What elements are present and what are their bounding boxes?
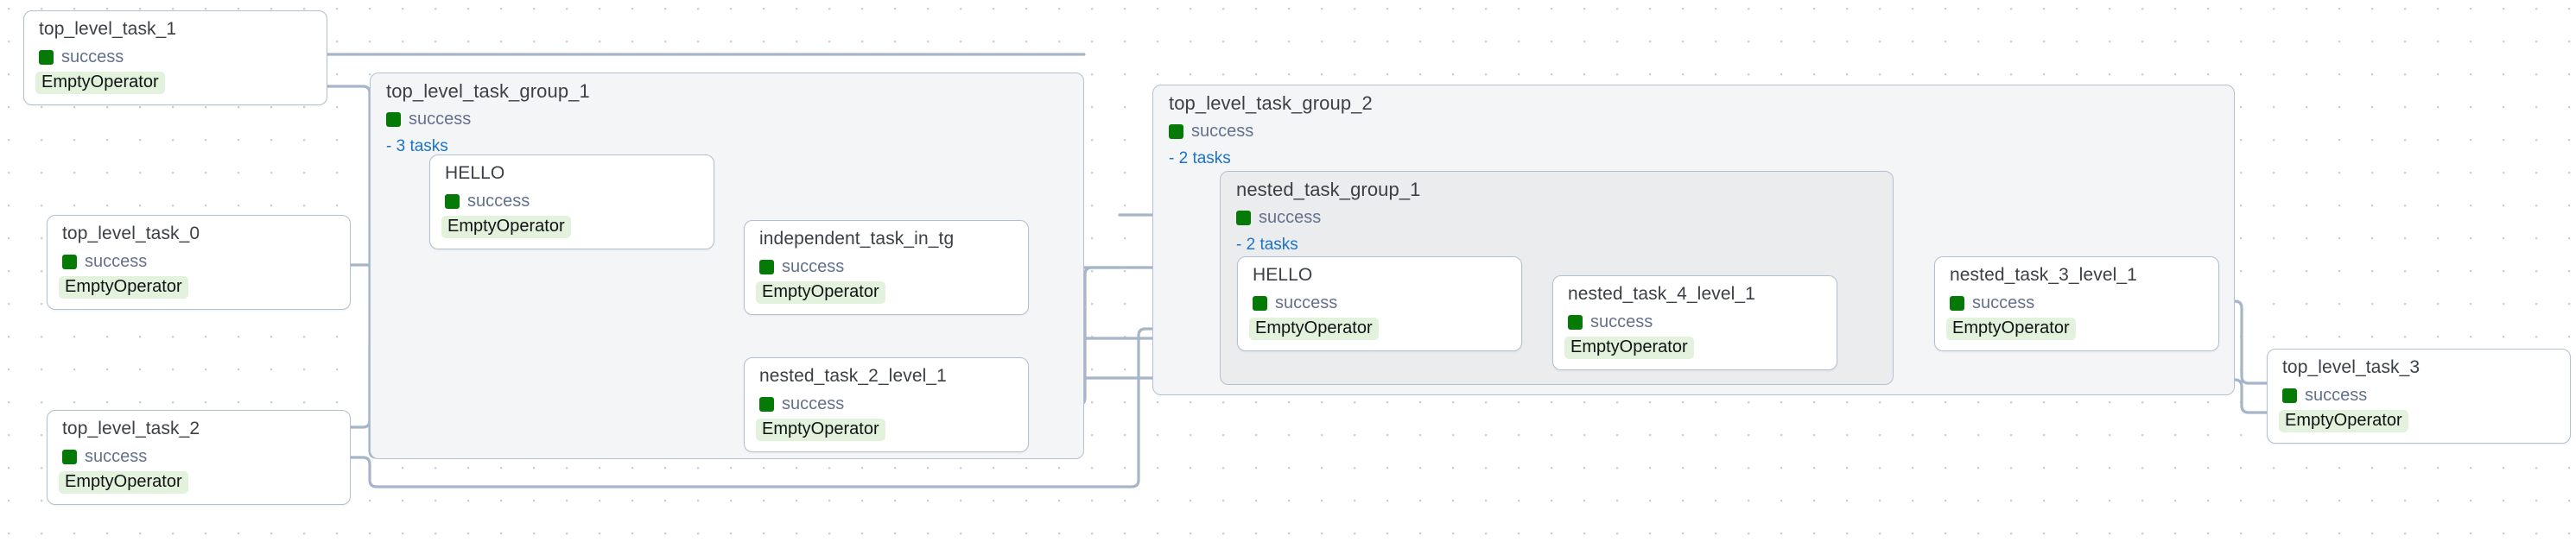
status-label: success [85, 252, 148, 271]
task-node-title: top_level_task_1 [39, 19, 177, 39]
status-square-icon [445, 194, 460, 209]
status-square-icon [62, 450, 77, 464]
status-square-icon [62, 255, 77, 269]
task-node-title: HELLO [445, 163, 505, 183]
task-node-nested_task_4_level_1[interactable]: nested_task_4_level_1 success EmptyOpera… [1552, 275, 1837, 370]
task-group-task-count-toggle[interactable]: - 2 tasks [1236, 236, 1298, 254]
task-node-nested_task_3_level_1[interactable]: nested_task_3_level_1 success EmptyOpera… [1934, 256, 2219, 351]
task-node-independent_task_in_tg[interactable]: independent_task_in_tg success EmptyOper… [744, 220, 1029, 315]
task-node-status: success [759, 257, 844, 277]
operator-chip: EmptyOperator [756, 281, 885, 304]
status-label: success [782, 257, 845, 276]
status-label: success [1972, 293, 2035, 312]
status-label: success [1191, 122, 1254, 141]
task-node-status: success [445, 192, 530, 211]
task-node-title: HELLO [1253, 265, 1313, 285]
status-label: success [1275, 293, 1338, 312]
operator-chip: EmptyOperator [756, 419, 885, 441]
task-node-top_level_task_2[interactable]: top_level_task_2 success EmptyOperator [47, 410, 351, 505]
task-group-task-count-toggle[interactable]: - 3 tasks [386, 137, 448, 155]
task-node-status: success [1253, 293, 1337, 313]
task-node-top_level_task_3[interactable]: top_level_task_3 success EmptyOperator [2267, 349, 2571, 444]
status-square-icon [1169, 124, 1183, 139]
task-group-title: nested_task_group_1 [1236, 179, 1421, 200]
status-square-icon [759, 260, 774, 274]
operator-chip: EmptyOperator [2279, 410, 2408, 432]
operator-chip: EmptyOperator [59, 471, 188, 494]
status-label: success [85, 447, 148, 466]
task-node-hello-in-top_level_task_group_1[interactable]: HELLO success EmptyOperator [429, 154, 714, 249]
status-square-icon [759, 397, 774, 412]
task-node-top_level_task_1[interactable]: top_level_task_1 success EmptyOperator [23, 10, 327, 105]
status-square-icon [1950, 296, 1964, 311]
status-label: success [1259, 208, 1322, 227]
status-label: success [782, 394, 845, 413]
status-square-icon [1236, 211, 1251, 225]
status-square-icon [2282, 388, 2297, 403]
task-node-status: success [2282, 386, 2367, 406]
operator-chip: EmptyOperator [1946, 318, 2076, 340]
status-label: success [409, 110, 472, 129]
task-node-title: nested_task_2_level_1 [759, 366, 947, 386]
status-square-icon [386, 112, 401, 127]
status-square-icon [1253, 296, 1267, 311]
operator-chip: EmptyOperator [1564, 337, 1694, 359]
task-node-title: top_level_task_3 [2282, 357, 2421, 377]
task-group-task-count-toggle[interactable]: - 2 tasks [1169, 149, 1231, 167]
status-square-icon [1568, 315, 1583, 330]
task-node-title: nested_task_3_level_1 [1950, 265, 2137, 285]
task-group-status: success [386, 110, 471, 129]
task-node-title: top_level_task_2 [62, 419, 200, 438]
status-label: success [61, 47, 124, 66]
status-label: success [467, 192, 530, 211]
task-node-nested_task_2_level_1[interactable]: nested_task_2_level_1 success EmptyOpera… [744, 357, 1029, 452]
task-node-status: success [1568, 312, 1653, 332]
task-node-status: success [759, 394, 844, 414]
operator-chip: EmptyOperator [441, 216, 571, 238]
task-node-status: success [62, 252, 147, 272]
task-node-top_level_task_0[interactable]: top_level_task_0 success EmptyOperator [47, 215, 351, 310]
status-label: success [2305, 386, 2368, 405]
task-node-status: success [1950, 293, 2034, 313]
status-label: success [1590, 312, 1653, 331]
task-node-title: top_level_task_0 [62, 224, 200, 243]
task-group-title: top_level_task_group_1 [386, 80, 590, 102]
task-node-title: independent_task_in_tg [759, 229, 955, 249]
task-group-status: success [1169, 122, 1253, 142]
task-node-title: nested_task_4_level_1 [1568, 284, 1755, 304]
task-node-hello-in-nested_task_group_1[interactable]: HELLO success EmptyOperator [1237, 256, 1522, 351]
operator-chip: EmptyOperator [1249, 318, 1379, 340]
task-node-status: success [62, 447, 147, 467]
operator-chip: EmptyOperator [35, 72, 165, 94]
status-square-icon [39, 50, 54, 65]
task-group-title: top_level_task_group_2 [1169, 92, 1373, 114]
task-node-status: success [39, 47, 124, 67]
operator-chip: EmptyOperator [59, 276, 188, 299]
task-group-status: success [1236, 208, 1321, 228]
